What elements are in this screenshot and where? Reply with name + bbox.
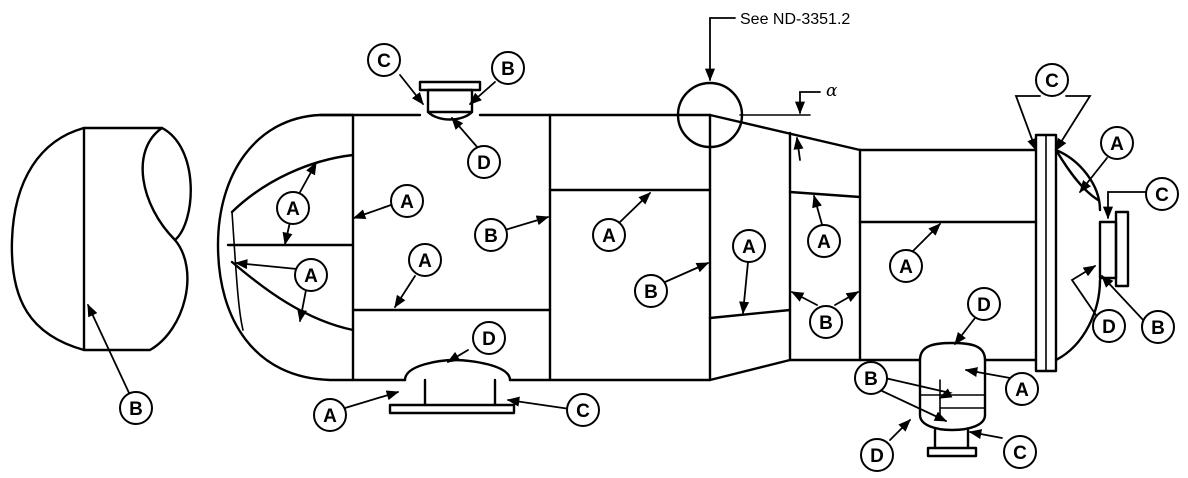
svg-text:A: A: [400, 192, 414, 213]
svg-text:D: D: [477, 153, 491, 174]
label-bubble: A: [889, 249, 923, 283]
bottom-right-nozzle: [918, 341, 987, 458]
leaders: [87, 74, 1149, 441]
svg-text:B: B: [484, 226, 498, 247]
label-bubble: A: [408, 243, 442, 277]
vessel-shell: [216, 113, 1038, 382]
svg-text:A: A: [323, 406, 337, 427]
label-bubble: A: [592, 218, 626, 252]
svg-text:A: A: [742, 237, 756, 258]
top-nozzle: [418, 80, 482, 121]
svg-text:D: D: [1102, 317, 1116, 338]
label-bubble: A: [313, 398, 347, 432]
svg-text:A: A: [418, 251, 432, 272]
label-bubble: C: [1035, 63, 1069, 97]
label-bubble: A: [732, 229, 766, 263]
label-bubble: B: [854, 361, 888, 395]
svg-text:C: C: [1155, 185, 1169, 206]
svg-text:A: A: [602, 226, 616, 247]
label-bubbles: B C B D A A A A B A B A A B A C A C D B …: [119, 43, 1179, 472]
label-bubble: C: [566, 393, 600, 427]
label-bubble: B: [474, 218, 508, 252]
svg-text:C: C: [576, 401, 590, 422]
svg-text:B: B: [644, 282, 658, 303]
right-flange: [1034, 133, 1130, 373]
label-bubble: A: [1005, 372, 1039, 406]
svg-text:A: A: [1110, 134, 1124, 155]
svg-text:A: A: [304, 266, 318, 287]
label-bubble: A: [1100, 126, 1134, 160]
alpha-symbol: α: [826, 81, 838, 101]
label-bubble: A: [807, 224, 841, 258]
svg-text:C: C: [1045, 71, 1059, 92]
label-bubble: D: [1092, 309, 1126, 343]
label-bubble: B: [119, 391, 153, 425]
label-bubble: A: [390, 184, 424, 218]
label-bubble: D: [472, 321, 506, 355]
svg-text:B: B: [1151, 318, 1165, 339]
svg-text:B: B: [129, 399, 143, 420]
svg-text:C: C: [377, 51, 391, 72]
svg-text:A: A: [899, 257, 913, 278]
label-bubble: D: [467, 145, 501, 179]
left-head-detail: [10, 126, 192, 352]
svg-text:D: D: [870, 446, 884, 467]
label-bubble: B: [491, 51, 525, 85]
svg-text:D: D: [482, 329, 496, 350]
svg-text:A: A: [286, 199, 300, 220]
label-bubble: B: [1141, 310, 1175, 344]
label-bubble: A: [276, 191, 310, 225]
label-bubble: B: [809, 305, 843, 339]
label-bubble: B: [634, 274, 668, 308]
label-bubble: D: [967, 287, 1001, 321]
svg-text:B: B: [864, 369, 878, 390]
label-bubble: C: [367, 43, 401, 77]
label-bubble: C: [1003, 435, 1037, 469]
angle-indicator: α: [739, 81, 838, 161]
label-bubble: A: [294, 258, 328, 292]
see-note-text: See ND-3351.2: [740, 11, 850, 28]
svg-text:B: B: [501, 59, 515, 80]
svg-text:B: B: [819, 313, 833, 334]
svg-text:D: D: [977, 295, 991, 316]
svg-text:C: C: [1013, 443, 1027, 464]
svg-text:A: A: [1015, 380, 1029, 401]
bottom-nozzle: [388, 358, 516, 415]
label-bubble: C: [1145, 177, 1179, 211]
label-bubble: D: [860, 438, 894, 472]
svg-text:A: A: [817, 232, 831, 253]
